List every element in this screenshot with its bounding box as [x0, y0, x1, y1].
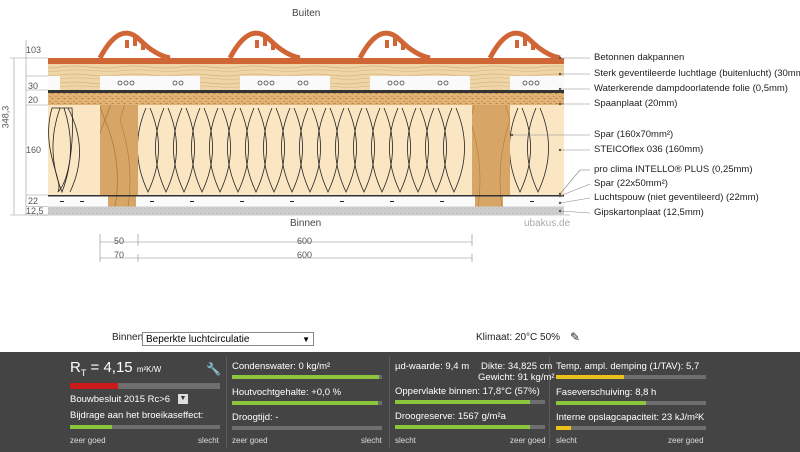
dim-batten-width: 70	[114, 250, 125, 260]
layer-label-air: Sterk geventileerde luchtlage (buitenluc…	[594, 68, 800, 79]
greenhouse-bar	[70, 425, 220, 429]
layer-label-counter-batten: Spar (22x50mm²)	[594, 178, 668, 189]
roof-cross-section-svg	[10, 30, 591, 262]
heat-capacity-bar	[556, 426, 706, 430]
phase-shift-label: Faseverschuiving: 8,8 h	[556, 387, 657, 398]
condensation-bar	[232, 375, 382, 379]
layer-label-air-gap: Luchtspouw (niet geventileerd) (22mm)	[594, 192, 759, 203]
phase-shift-bar	[556, 401, 706, 405]
rt-bar	[70, 383, 220, 389]
surface-temp-bar	[395, 400, 545, 404]
layer-label-tiles: Betonnen dakpannen	[594, 52, 685, 63]
dim-tiles: 103	[26, 45, 42, 55]
dry-reserve-bar	[395, 425, 545, 429]
scale-good-label: zeer goed	[232, 436, 268, 445]
air-circulation-select[interactable]: Beperkte luchtcirculatie ▼	[142, 332, 314, 346]
dim-batten-spacing: 600	[297, 250, 313, 260]
pencil-icon[interactable]: ✎	[570, 330, 581, 344]
dim-rafter-width: 50	[114, 236, 125, 246]
dim-air: 30	[28, 81, 39, 91]
scale-bad-label: slecht	[361, 436, 382, 445]
roof-cross-section: Buiten Binnen ubakus.de 103 30 20 160 22…	[0, 8, 800, 262]
drying-time-bar	[232, 426, 382, 430]
dim-total: 348,3	[0, 105, 11, 129]
weight-label: Gewicht: 91 kg/m²	[478, 372, 555, 383]
dim-counter-batten: 22	[28, 196, 39, 206]
wrench-icon[interactable]: 🔧	[206, 362, 221, 376]
dim-insulation: 160	[26, 145, 42, 155]
left-dimension-lines	[10, 40, 48, 216]
layer-label-chipboard: Spaanplaat (20mm)	[594, 98, 678, 109]
insulation-layer	[48, 105, 564, 195]
rafter-left	[100, 105, 138, 195]
chipboard-layer	[48, 93, 564, 105]
temp-damping-label: Temp. ampl. demping (1/TAV): 5,7	[556, 361, 700, 372]
dim-rafter-spacing: 600	[297, 236, 313, 246]
leader-dots	[510, 56, 562, 213]
rafter-right	[472, 105, 510, 195]
scale-bad-label: slecht	[556, 436, 577, 445]
watermark: ubakus.de	[524, 218, 571, 229]
chevron-down-icon: ▼	[302, 335, 310, 344]
bottom-dimension-lines	[99, 234, 473, 262]
condensation-label: Condenswater: 0 kg/m²	[232, 361, 331, 372]
rt-value: RT = 4,15 m²K/W	[70, 359, 162, 378]
layer-label-insulation: STEICOflex 036 (160mm)	[594, 144, 704, 155]
results-panel: RT = 4,15 m²K/W 🔧 Bouwbesluit 2015 Rc>6 …	[0, 352, 800, 452]
surface-temp-label: Oppervlakte binnen: 17,8°C (57%)	[395, 386, 540, 397]
dim-chipboard: 20	[28, 95, 39, 105]
sd-value-label: µd-waarde: 9,4 m	[395, 361, 470, 372]
breathable-foil	[48, 90, 564, 93]
scale-good-label: zeer goed	[70, 436, 106, 445]
temp-damping-bar	[556, 375, 706, 379]
roof-tiles	[48, 30, 564, 64]
vapour-membrane	[48, 195, 564, 197]
greenhouse-label: Bijdrage aan het broeikaseffect:	[70, 410, 204, 421]
air-circulation-value: Beperkte luchtcirculatie	[146, 334, 250, 345]
wood-moisture-label: Houtvochtgehalte: +0,0 %	[232, 387, 342, 398]
outside-label: Buiten	[292, 8, 321, 19]
layer-label-membrane: pro clima INTELLO® PLUS (0,25mm)	[594, 164, 753, 175]
divider	[549, 356, 550, 448]
scale-bad-label: zeer goed	[510, 436, 546, 445]
standard-dropdown-icon[interactable]: ▼	[178, 394, 188, 404]
wood-moisture-bar	[232, 401, 382, 405]
scale-bad-label: slecht	[198, 436, 219, 445]
layer-label-foil: Waterkerende dampdoorlatende folie (0,5m…	[594, 83, 788, 94]
tile-battens	[48, 64, 564, 76]
dry-reserve-label: Droogreserve: 1567 g/m²a	[395, 411, 506, 422]
gypsum-board	[48, 206, 564, 215]
inside-label: Binnen	[290, 218, 322, 229]
layer-label-rafter: Spar (160x70mm²)	[594, 129, 674, 140]
divider	[389, 356, 390, 448]
leader-lines	[512, 57, 591, 214]
thickness-label: Dikte: 34,825 cm	[481, 361, 553, 372]
air-layer	[48, 76, 564, 90]
divider	[226, 356, 227, 448]
counter-batten-layer	[48, 196, 564, 207]
scale-good-label: zeer goed	[668, 436, 704, 445]
inside-condition-label: Binnen:	[112, 332, 146, 343]
scale-good-label: slecht	[395, 436, 416, 445]
standard-label: Bouwbesluit 2015 Rc>6	[70, 394, 171, 405]
drying-time-label: Droogtijd: -	[232, 412, 279, 423]
heat-capacity-label: Interne opslagcapaciteit: 23 kJ/m²K	[556, 412, 705, 423]
dim-gypsum: 12,5	[26, 206, 44, 216]
layer-label-gypsum: Gipskartonplaat (12,5mm)	[594, 207, 704, 218]
climate-label: Klimaat: 20°C 50%	[476, 332, 561, 343]
